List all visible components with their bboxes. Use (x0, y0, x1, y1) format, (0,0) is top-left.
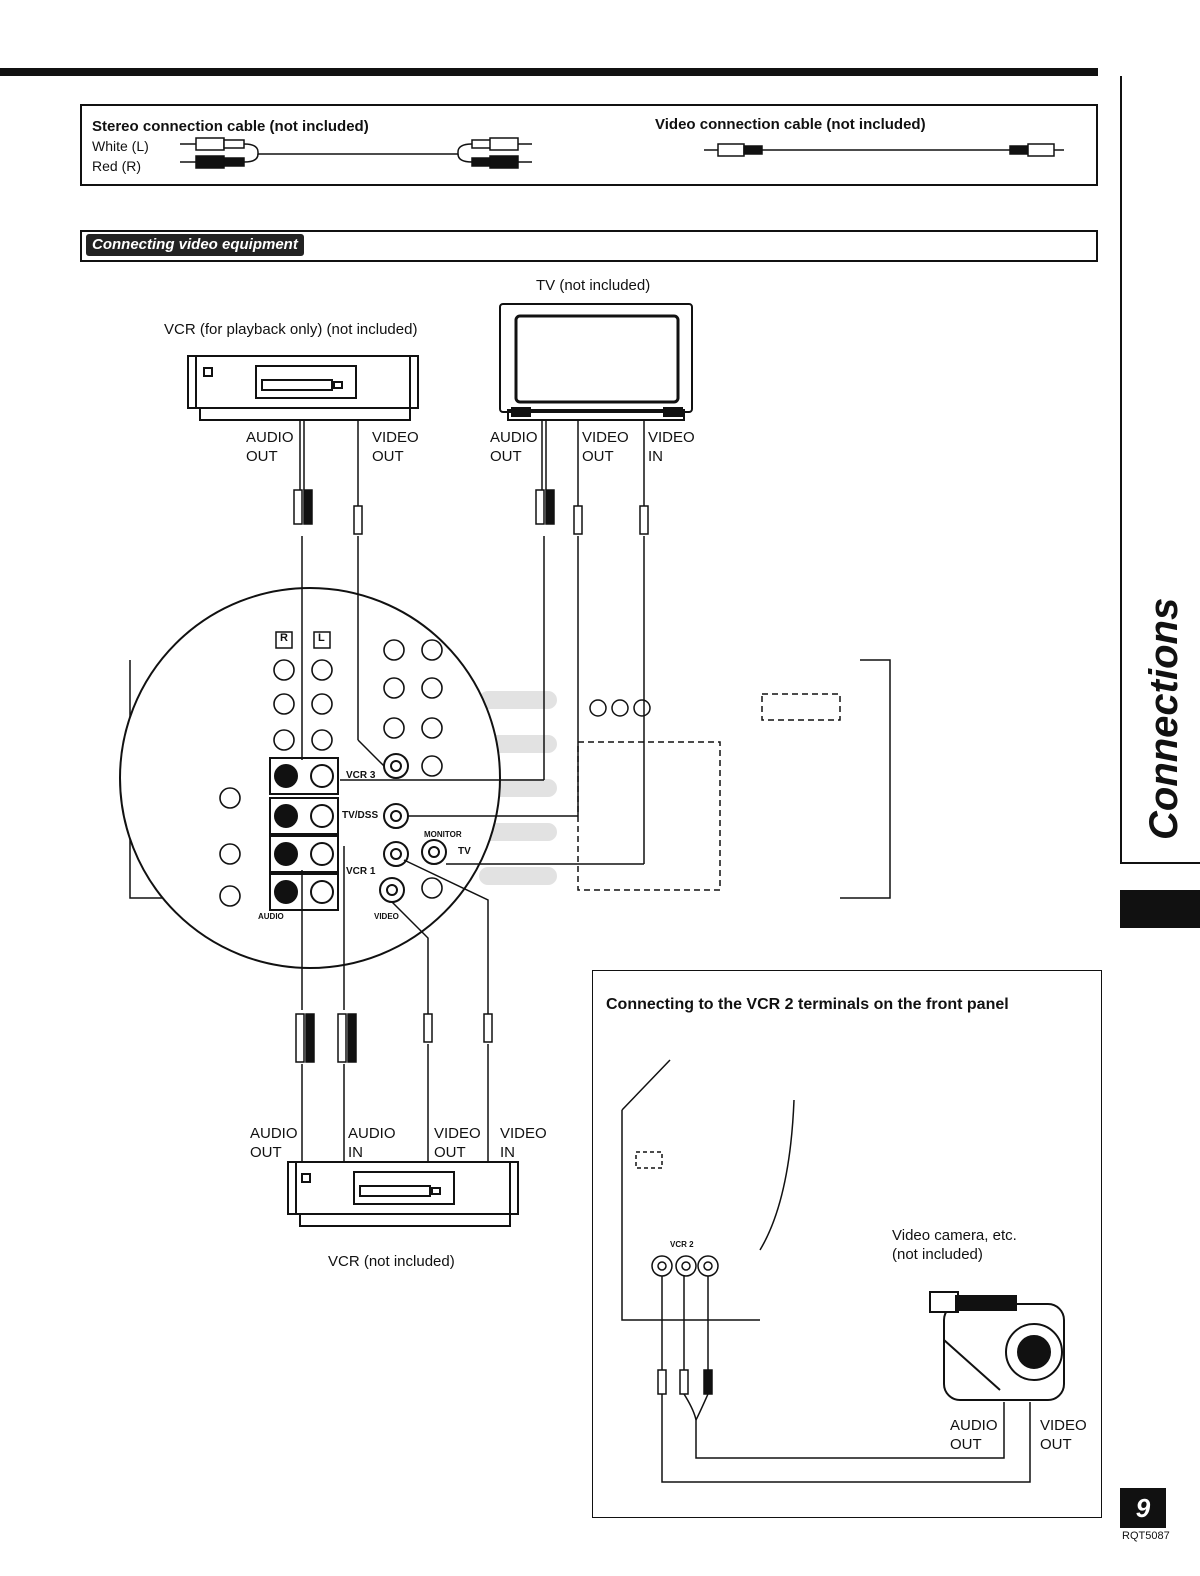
video-cable-title: Video connection cable (not included) (655, 116, 926, 133)
panel-vcr1: VCR 1 (346, 866, 376, 877)
vcr2-inset-box (592, 970, 1102, 1518)
cable-legend-box (80, 104, 1098, 186)
video-camera-icon (929, 1291, 1065, 1401)
video-cable-icon (704, 143, 1064, 157)
red-label: Red (R) (92, 158, 142, 174)
front-panel-drawing (621, 1059, 1031, 1483)
vcr-caption: VCR (not included) (328, 1253, 455, 1270)
side-tab (1120, 76, 1200, 864)
vcr-playback-caption: VCR (for playback only) (not included) (164, 321, 418, 338)
stereo-cable-title: Stereo connection cable (not included) (92, 118, 369, 135)
vcr2-jack-label: VCR 2 (670, 1240, 694, 1249)
vcr-icon (287, 1161, 519, 1227)
vcr2-inset-title: Connecting to the VCR 2 terminals on the… (606, 996, 1009, 1013)
connection-cables (299, 420, 645, 1162)
audio-jack-blocks (269, 757, 339, 911)
section-banner (80, 230, 1098, 262)
document-code: RQT5087 (1122, 1530, 1170, 1542)
section-title: Connecting video equipment (86, 234, 304, 256)
panel-l-mark: L (318, 632, 325, 644)
cable-plugs (293, 489, 649, 1063)
panel-vcr3: VCR 3 (346, 770, 376, 781)
video-jacks (379, 753, 447, 903)
panel-r-mark: R (280, 632, 288, 644)
panel-audio: AUDIO (258, 912, 284, 921)
panel-monitor: MONITOR (424, 830, 462, 839)
side-tab-text: Connections (1142, 597, 1186, 840)
rl-markers (275, 631, 331, 649)
tv-icon (499, 303, 693, 421)
white-label: White (L) (92, 138, 149, 154)
vcr-playback-icon (187, 355, 419, 421)
panel-tvdss: TV/DSS (342, 810, 379, 821)
panel-tv: TV (458, 846, 471, 857)
panel-video: VIDEO (374, 912, 399, 921)
side-marker-block (1120, 890, 1200, 928)
top-rule (0, 68, 1098, 76)
page-number: 9 (1120, 1488, 1166, 1528)
tv-caption: TV (not included) (536, 277, 651, 294)
jack-grid (219, 639, 443, 907)
stereo-cable-icon (180, 137, 532, 169)
camera-caption: Video camera, etc.(not included) (892, 1227, 1017, 1263)
